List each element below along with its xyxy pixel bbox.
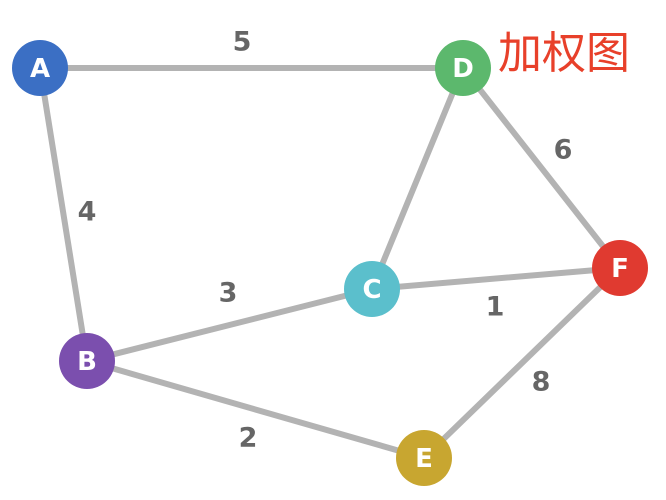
node-label-c: C [362,275,381,305]
edge-weight-a-d: 5 [233,27,252,58]
node-label-a: A [30,54,50,84]
node-circle-d [435,40,491,96]
edge-weight-c-f: 1 [486,292,505,323]
node-b: B [59,333,115,389]
edge-b-e [84,358,427,461]
edge-weight-d-f: 6 [554,135,573,166]
node-circle-f [592,240,648,296]
edge-e-f [421,265,623,461]
node-label-e: E [415,444,433,474]
edge-c-f [369,265,623,292]
node-circle-a [12,40,68,96]
edge-weight-b-c: 3 [219,278,238,309]
nodes-layer: A B C D E F [12,40,648,486]
edge-weights-layer: 5 4 3 2 1 6 8 [78,27,573,454]
edge-a-b [37,65,90,364]
node-d: D [435,40,491,96]
node-f: F [592,240,648,296]
node-circle-c [344,261,400,317]
edge-weight-b-e: 2 [239,423,258,454]
edge-b-c [84,286,375,364]
graph-title: 加权图 [498,28,630,79]
edge-c-d [369,65,466,292]
node-a: A [12,40,68,96]
node-e: E [396,430,452,486]
node-c: C [344,261,400,317]
edge-weight-a-b: 4 [78,197,97,228]
node-circle-b [59,333,115,389]
node-circle-e [396,430,452,486]
node-label-b: B [77,347,97,377]
edges-layer [37,65,623,461]
node-label-d: D [452,54,474,84]
edge-d-f [460,65,623,271]
node-label-f: F [611,254,629,284]
edge-weight-e-f: 8 [532,367,551,398]
